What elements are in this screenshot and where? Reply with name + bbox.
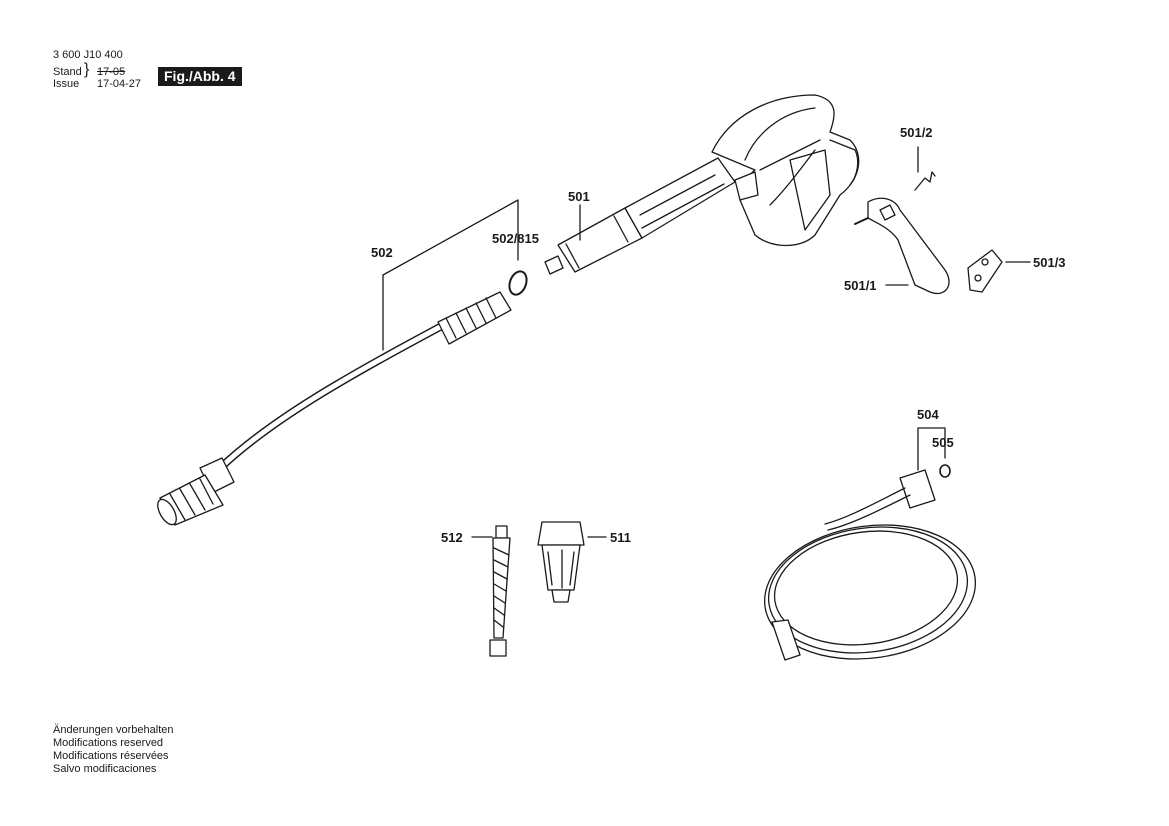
label-504: 504 — [917, 407, 939, 422]
footer-notes: Änderungen vorbehalten Modifications res… — [53, 724, 173, 776]
trigger-part — [854, 197, 950, 295]
label-512: 512 — [441, 530, 463, 545]
spring-part — [914, 171, 936, 191]
hose-o-ring-part — [939, 464, 951, 478]
brace-icon: } — [84, 61, 90, 78]
o-ring-part — [508, 270, 528, 296]
label-501-3: 501/3 — [1033, 255, 1066, 270]
footer-line: Änderungen vorbehalten — [53, 724, 174, 736]
spray-gun-part — [544, 94, 860, 275]
water-filter-part — [537, 521, 585, 603]
spray-lance-part — [157, 291, 512, 526]
stand-label: Stand — [53, 66, 82, 78]
document-number: 3 600 J10 400 — [53, 49, 123, 61]
high-pressure-hose-part — [763, 469, 977, 661]
label-501-2: 501/2 — [900, 125, 933, 140]
label-501: 501 — [568, 189, 590, 204]
label-502: 502 — [371, 245, 393, 260]
lock-clip-part — [967, 249, 1003, 293]
label-502-815: 502/815 — [492, 231, 539, 246]
footer-line: Modifications réservées — [53, 750, 169, 762]
footer-line: Modifications reserved — [53, 737, 164, 749]
label-505: 505 — [932, 435, 954, 450]
issue-date: 17-04-27 — [97, 78, 142, 90]
issue-label: Issue — [53, 78, 80, 90]
hose-stem-part — [489, 525, 511, 657]
figure-badge: Fig./Abb. 4 — [158, 67, 242, 86]
stand-date: 17-05 — [97, 66, 126, 78]
label-511: 511 — [610, 530, 631, 545]
footer-line: Salvo modificaciones — [53, 763, 157, 775]
label-501-1: 501/1 — [844, 278, 877, 293]
